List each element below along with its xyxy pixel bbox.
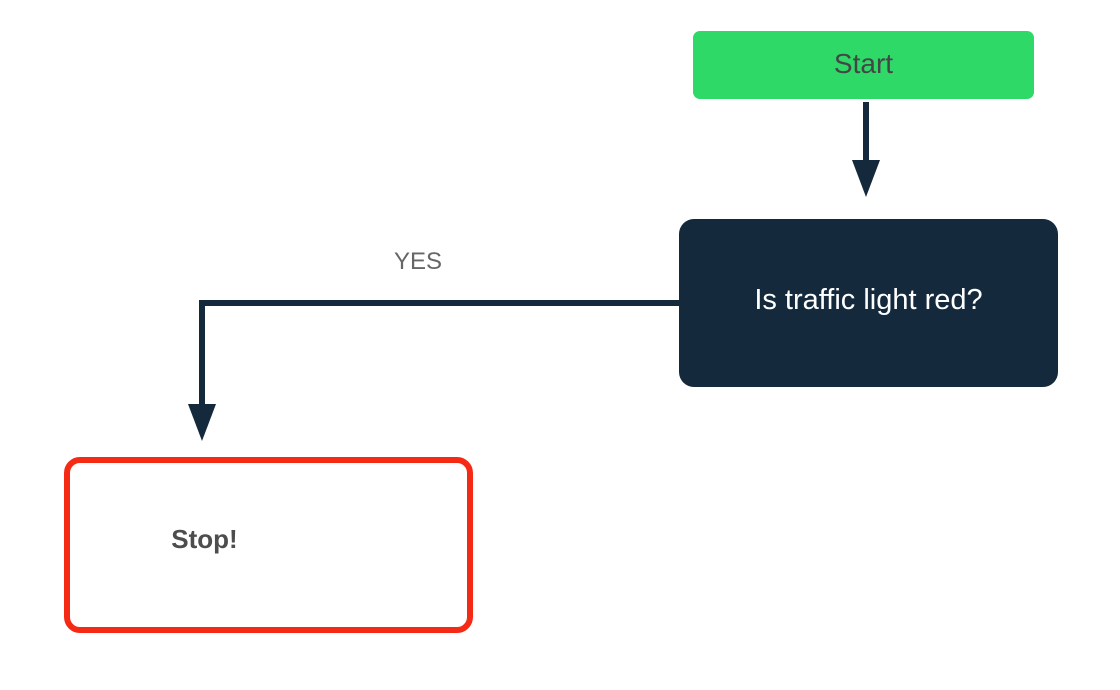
edge-start-to-decision-arrowhead	[852, 160, 880, 197]
node-decision-label: Is traffic light red?	[754, 283, 983, 316]
edge-decision-to-stop-line	[199, 300, 679, 410]
node-decision-traffic-light[interactable]: Is traffic light red?	[679, 219, 1058, 387]
node-start[interactable]: Start	[693, 31, 1034, 99]
edge-label-yes: YES	[394, 248, 443, 275]
node-start-label: Start	[833, 48, 894, 79]
node-stop[interactable]: Stop!	[64, 457, 473, 633]
edge-start-to-decision	[852, 102, 880, 197]
node-stop-label: Stop!	[171, 524, 238, 554]
edge-decision-to-stop	[188, 300, 679, 441]
edge-decision-to-stop-arrowhead	[188, 404, 216, 441]
